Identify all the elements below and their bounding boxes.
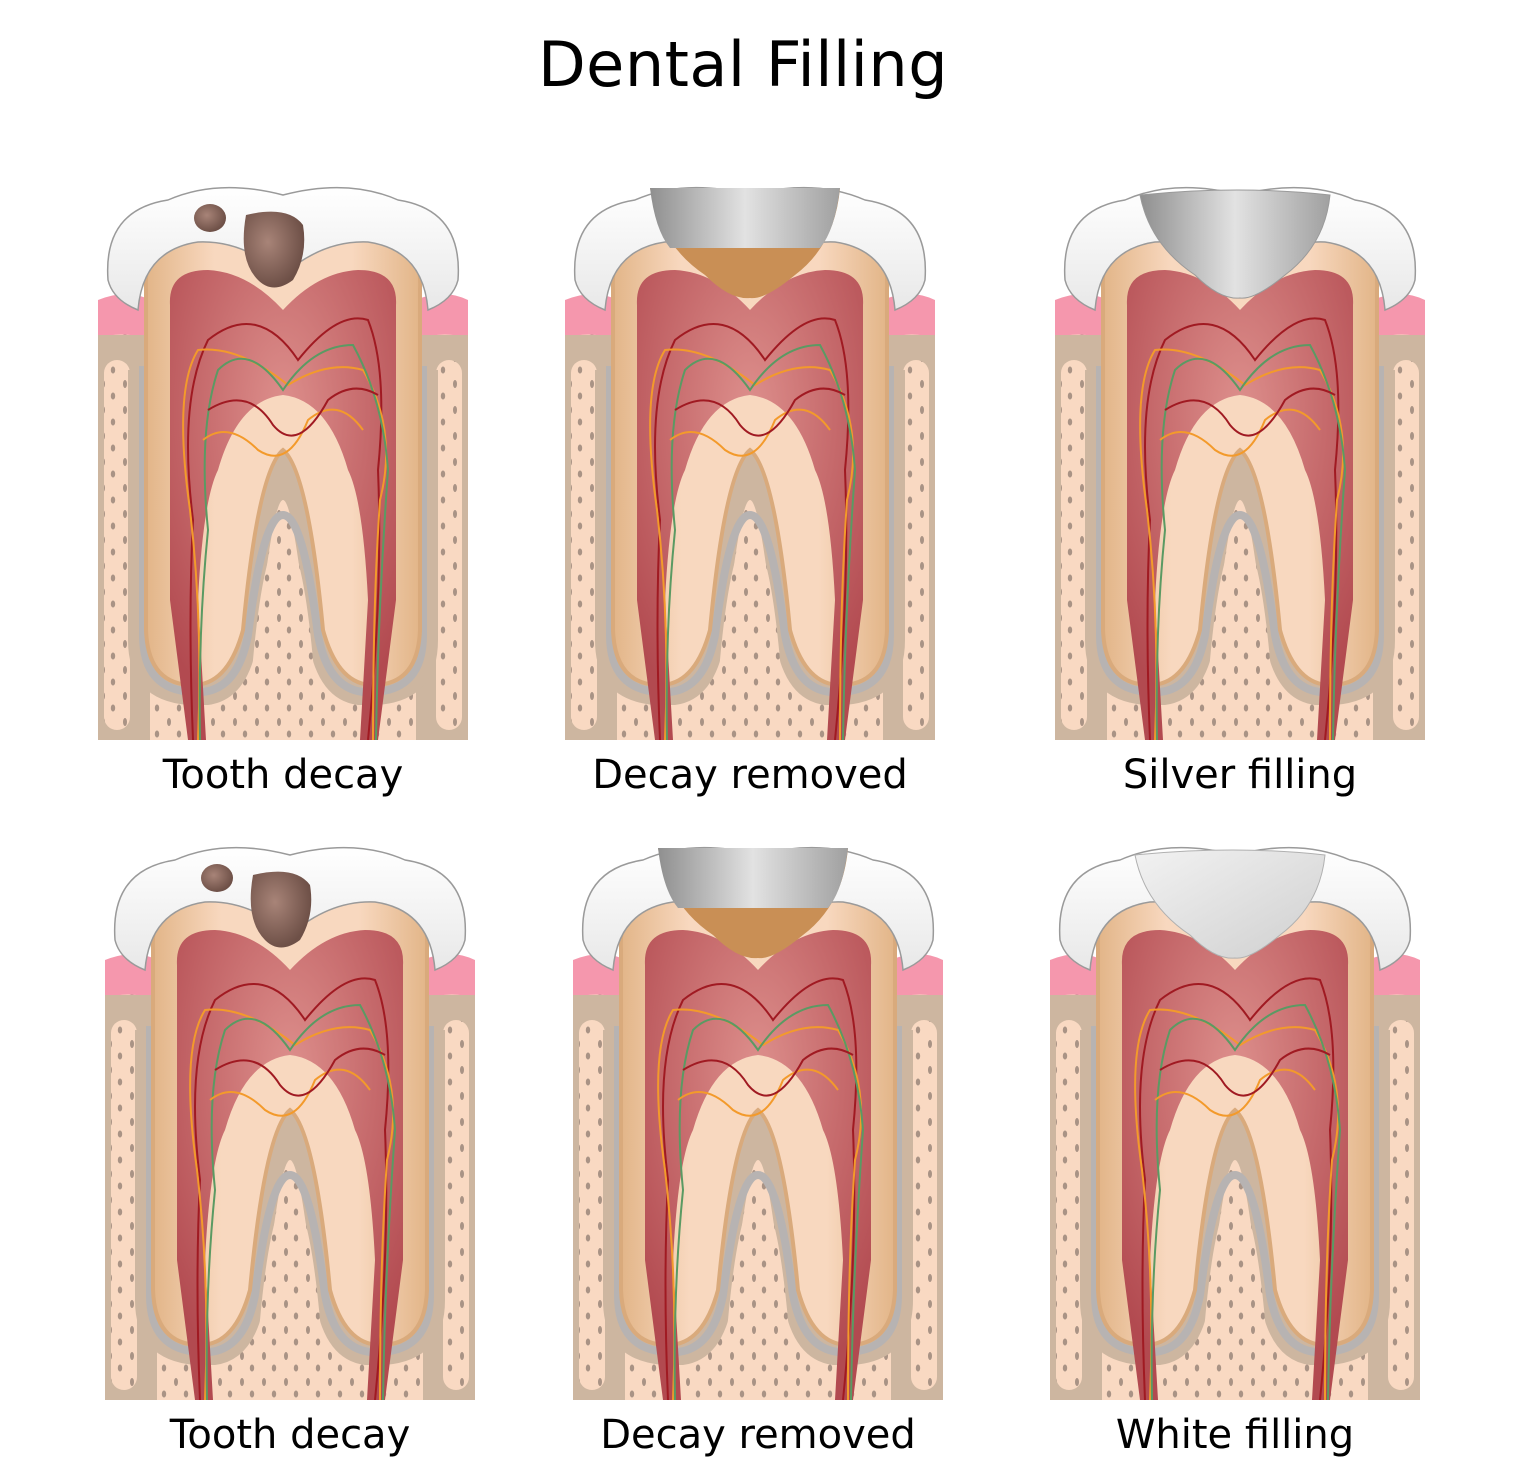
cavity-prep	[650, 188, 840, 248]
tooth-decay-illustration	[100, 830, 480, 1400]
panel-top-right: Silver filling	[1050, 170, 1430, 798]
cavity-prep	[658, 848, 848, 908]
tooth-decay-illustration	[93, 170, 473, 740]
panel-caption: White filling	[1115, 1412, 1355, 1458]
decay-spot-large	[243, 211, 305, 288]
page-title: Dental Filling	[537, 28, 949, 101]
panel-caption: Tooth decay	[162, 752, 404, 798]
decay-removed-illustration	[560, 170, 940, 740]
panel-caption: Decay removed	[592, 752, 908, 798]
white-filling	[1134, 849, 1326, 959]
panel-bottom-left: Tooth decay	[100, 830, 480, 1458]
panel-caption: Tooth decay	[169, 1412, 411, 1458]
panel-bottom-right: White filling	[1045, 830, 1425, 1458]
panel-bottom-middle: Decay removed	[568, 830, 948, 1458]
silver-filling-illustration	[1050, 170, 1430, 740]
decay-spot-small	[201, 864, 233, 892]
decay-spot-small	[194, 204, 226, 232]
white-filling-illustration	[1045, 830, 1425, 1400]
panel-top-middle: Decay removed	[560, 170, 940, 798]
panel-caption: Decay removed	[600, 1412, 916, 1458]
panel-caption: Silver filling	[1122, 752, 1358, 798]
panel-top-left: Tooth decay	[93, 170, 473, 798]
decay-spot-large	[250, 871, 312, 948]
decay-removed-illustration	[568, 830, 948, 1400]
silver-filling	[1139, 189, 1331, 299]
